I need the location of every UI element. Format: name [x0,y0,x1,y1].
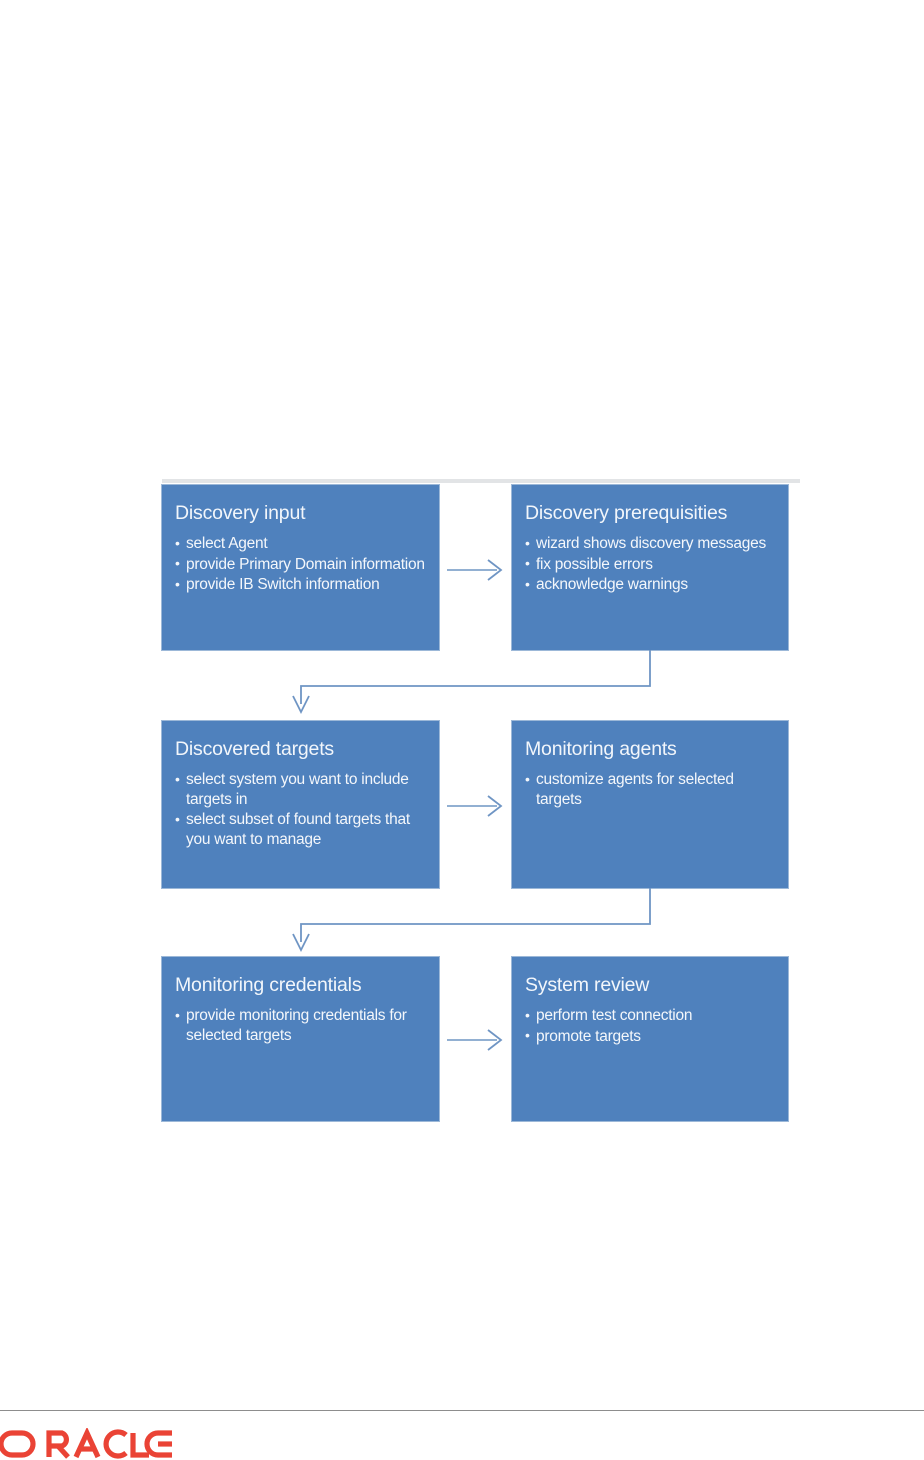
flow-node-bullet: perform test connection [525,1006,774,1026]
oracle-logo [0,1428,172,1460]
flow-node-bullet: provide monitoring credentials for selec… [175,1006,425,1045]
flow-node-bullet: provide Primary Domain information [175,554,425,575]
flow-node-title: System review [525,974,650,996]
flow-node-system-review[interactable]: System review perform test connection pr… [511,956,789,1122]
diagram-top-rule [162,479,800,483]
flow-node-bullets: perform test connection promote targets [525,1006,774,1046]
flow-node-bullet: provide IB Switch information [175,575,425,595]
flow-node-bullet: select subset of found targets that you … [175,810,425,849]
elbow-connector-row2-to-row3 [292,888,651,953]
flow-node-title: Monitoring agents [525,738,677,760]
flow-node-discovery-input[interactable]: Discovery input select Agent provide Pri… [161,484,440,651]
flow-node-title: Monitoring credentials [175,974,362,996]
flow-node-monitoring-credentials[interactable]: Monitoring credentials provide monitorin… [161,956,440,1122]
flow-node-bullet: wizard shows discovery messages [525,534,774,554]
flow-node-discovered-targets[interactable]: Discovered targets select system you wan… [161,720,440,889]
arrow-right-icon-row1 [447,559,503,581]
flow-node-bullets: customize agents for selected targets [525,770,774,809]
flow-node-bullet: select Agent [175,534,425,554]
oracle-wordmark-icon [0,1428,172,1459]
flow-node-bullet: select system you want to include target… [175,770,425,809]
flow-node-title: Discovery input [175,502,306,524]
flow-node-monitoring-agents[interactable]: Monitoring agents customize agents for s… [511,720,789,889]
elbow-connector-row1-to-row2 [292,650,651,715]
flow-node-discovery-prerequisities[interactable]: Discovery prerequisities wizard shows di… [511,484,789,651]
flow-node-title: Discovery prerequisities [525,502,728,524]
arrow-right-icon-row2 [447,795,503,817]
flow-node-bullets: select Agent provide Primary Domain info… [175,534,425,595]
flow-node-bullet: customize agents for selected targets [525,770,774,809]
footer-divider [0,1410,924,1411]
flow-node-bullet: promote targets [525,1026,774,1047]
arrow-right-icon-row3 [447,1029,503,1051]
flow-node-bullet: acknowledge warnings [525,575,774,595]
flow-node-bullets: select system you want to include target… [175,770,425,849]
flow-node-bullets: wizard shows discovery messages fix poss… [525,534,774,595]
flow-node-bullet: fix possible errors [525,554,774,575]
flow-node-title: Discovered targets [175,738,334,760]
flow-node-bullets: provide monitoring credentials for selec… [175,1006,425,1045]
